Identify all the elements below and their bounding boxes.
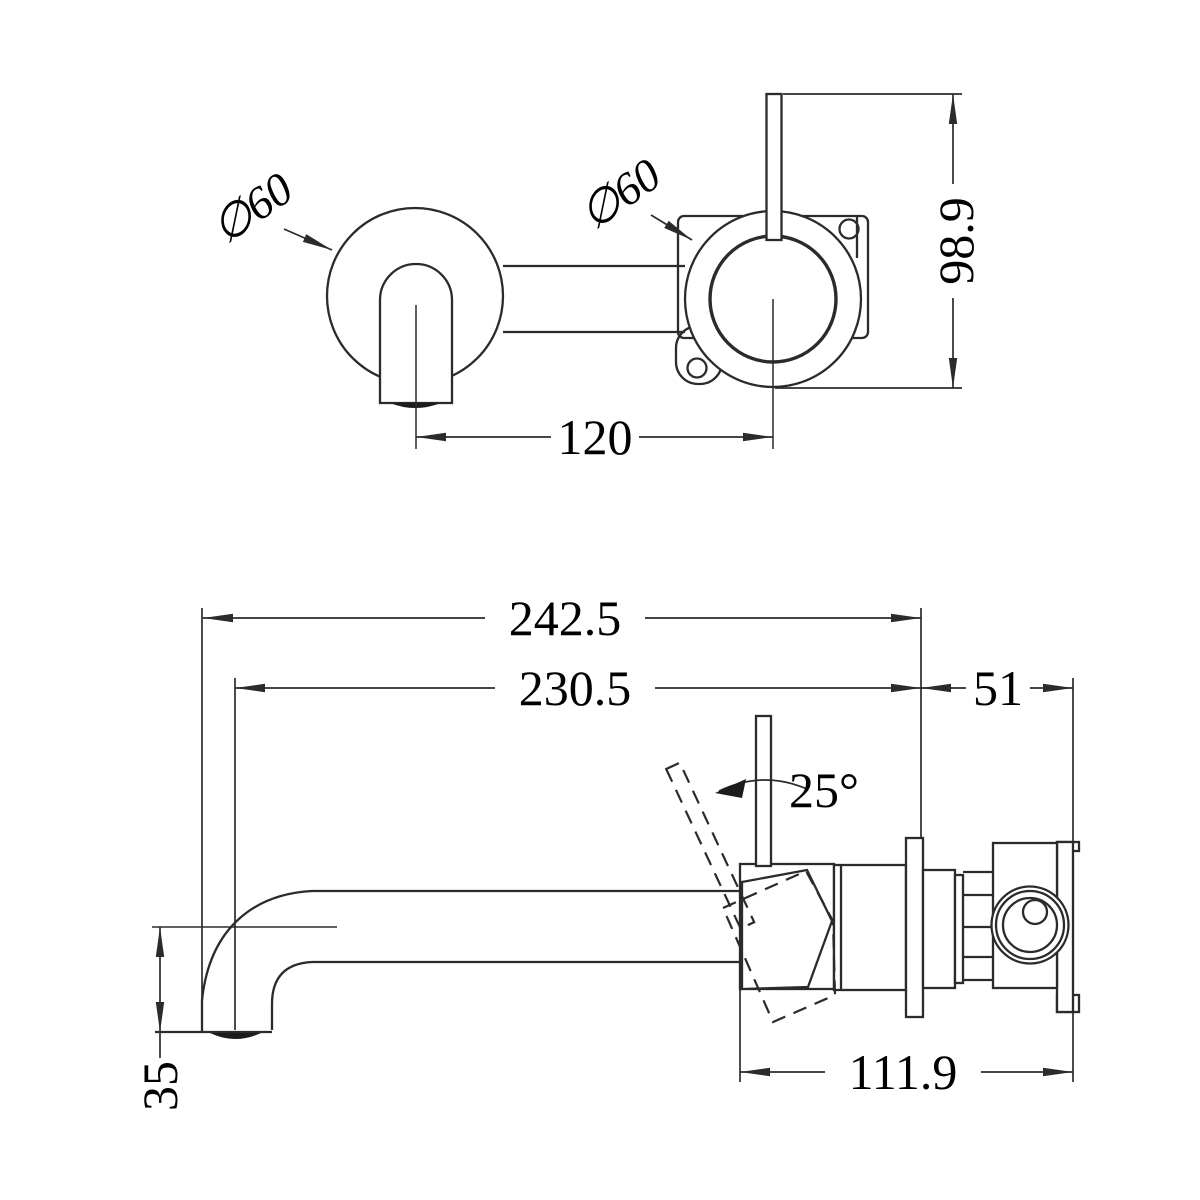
cartridge-sleeve bbox=[832, 863, 908, 992]
handle-rod-side bbox=[754, 714, 773, 868]
handle-rod-front bbox=[765, 92, 783, 242]
angle-arrowhead bbox=[715, 779, 746, 798]
dim-spout-drop: 35 bbox=[132, 927, 188, 1111]
screw-hole-top bbox=[838, 218, 860, 240]
wall-plate-depth-label: 51 bbox=[973, 660, 1023, 716]
rough-in-body bbox=[921, 840, 1081, 1014]
rough-in-length-label: 111.9 bbox=[849, 1044, 958, 1100]
extension-lines bbox=[201, 608, 1074, 1082]
right-diameter-label: ∅60 bbox=[570, 148, 670, 239]
height-dim-label: 98.9 bbox=[928, 197, 984, 285]
spout-drop-label: 35 bbox=[132, 1061, 188, 1111]
spout-length-label: 230.5 bbox=[519, 660, 632, 716]
overall-length-label: 242.5 bbox=[509, 590, 622, 646]
front-view: 98.9 120 ∅60 ∅60 bbox=[202, 92, 984, 465]
handle-cone-rotated bbox=[721, 869, 837, 1024]
side-view: 25° 242.5 230.5 51 bbox=[132, 590, 1081, 1111]
wall-flange-plate bbox=[904, 836, 925, 1019]
spout-side bbox=[152, 889, 740, 1039]
dim-overall-height: 98.9 bbox=[775, 93, 984, 389]
left-diameter-label: ∅60 bbox=[202, 162, 302, 253]
handle-rod-rotated bbox=[664, 761, 756, 930]
spacing-dim-label: 120 bbox=[558, 409, 633, 465]
handle-cone bbox=[740, 868, 834, 991]
dim-center-spacing: 120 bbox=[416, 409, 773, 465]
handle-angle-callout: 25° bbox=[715, 762, 859, 818]
left-diameter-callout: ∅60 bbox=[202, 162, 333, 254]
inlet-port-hole bbox=[1021, 898, 1049, 926]
right-diameter-callout: ∅60 bbox=[570, 148, 693, 241]
aerator-side bbox=[210, 1033, 261, 1039]
dim-rough-in-length: 111.9 bbox=[740, 1044, 1073, 1100]
screw-hole-bottom bbox=[686, 357, 708, 379]
angle-dim-label: 25° bbox=[789, 762, 859, 818]
dim-overall-length: 242.5 bbox=[203, 590, 921, 646]
dim-wall-plate-depth: 51 bbox=[921, 660, 1073, 716]
connecting-pipe bbox=[503, 264, 685, 334]
dim-spout-length: 230.5 bbox=[235, 660, 921, 716]
